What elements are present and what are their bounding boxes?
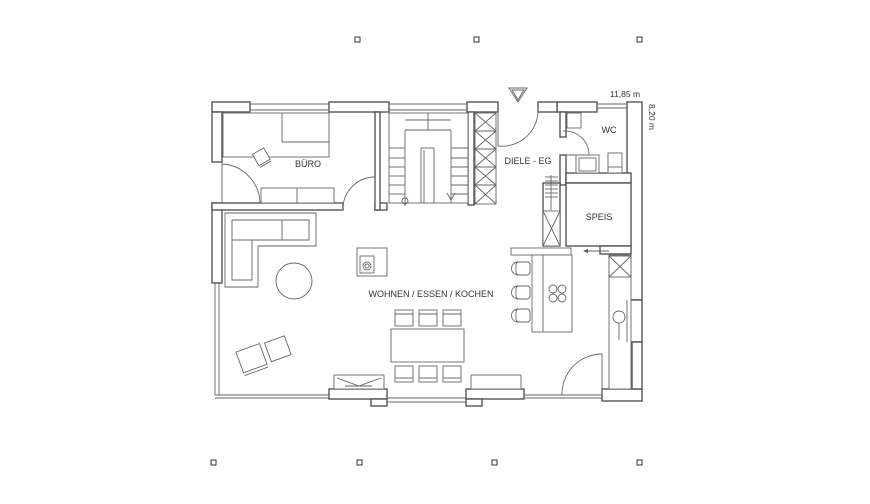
room-label-pantry: SPEIS: [586, 212, 613, 222]
room-label-living: WOHNEN / ESSEN / KOCHEN: [368, 289, 493, 299]
shelf-ticks: [545, 175, 558, 210]
room-label-office: BÜRO: [295, 159, 321, 169]
wc-fixtures: [566, 112, 623, 174]
crop-markers: [210, 36, 643, 466]
dimension-depth: 8,20 m: [647, 104, 657, 130]
room-label-hall: DIELE - EG: [504, 156, 551, 166]
staircase: [388, 112, 469, 206]
wardrobe: [474, 112, 497, 205]
dimension-labels: 11,85 m 8,20 m: [610, 89, 657, 130]
sideboards: [333, 374, 522, 390]
room-labels: BÜRO DIELE - EG WC SPEIS WOHNEN / ESSEN …: [295, 125, 617, 299]
kitchen: [510, 175, 632, 390]
office-furniture: [222, 112, 335, 204]
dining-table: [390, 309, 465, 383]
entrance-arrow-icon: [508, 87, 528, 103]
room-label-wc: WC: [602, 125, 617, 135]
living-furniture: [224, 212, 388, 377]
dimension-width: 11,85 m: [610, 89, 640, 99]
